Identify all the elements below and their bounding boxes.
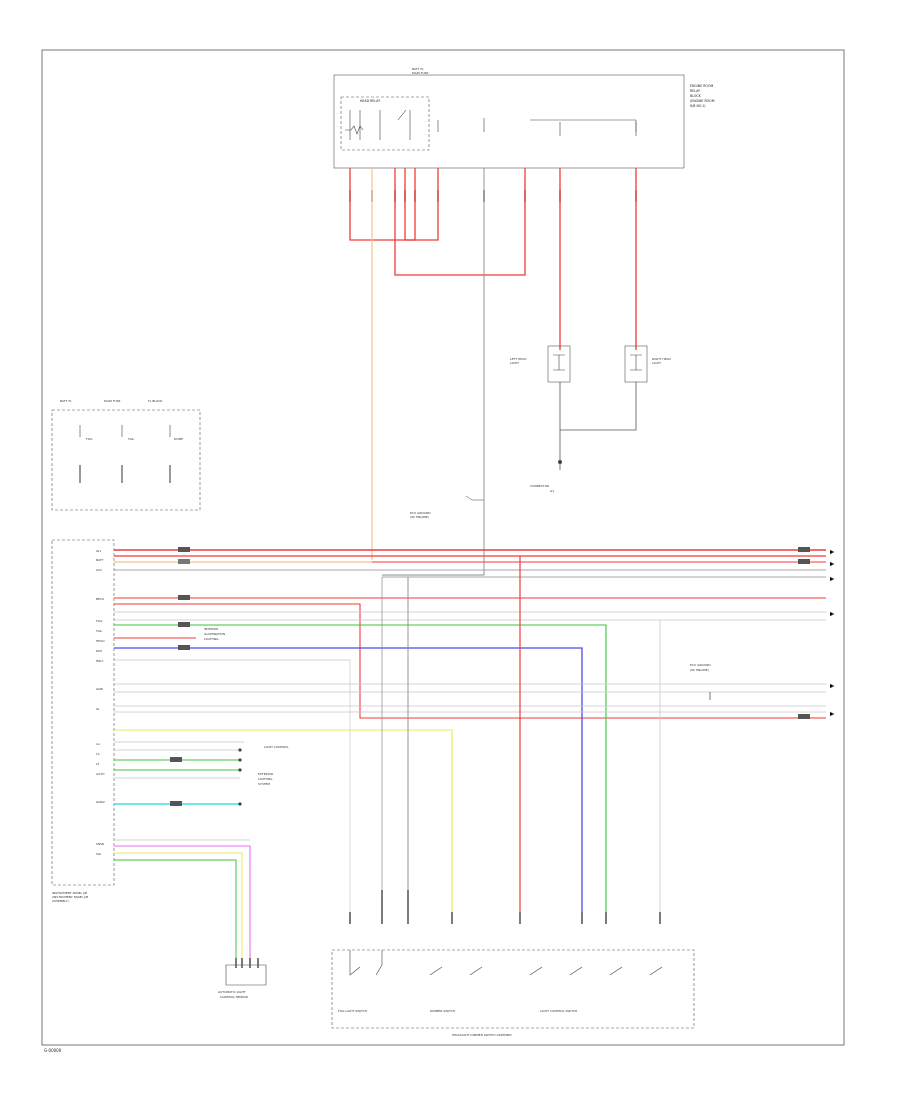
svg-text:BATT FL: BATT FL <box>412 67 424 71</box>
sensor-label-1: AUTOMATIC LIGHT <box>218 990 246 994</box>
gray-wire-center <box>382 168 485 576</box>
side-note-1a: INTERIOR <box>204 627 218 631</box>
fuse-block-label-4: (ENGINE ROOM <box>690 99 715 103</box>
splice-dots <box>238 748 242 806</box>
svg-text:ACC: ACC <box>96 568 102 572</box>
svg-text:DOME: DOME <box>174 437 183 441</box>
svg-text:BATT: BATT <box>96 558 104 562</box>
side-note-3a: EXTERIOR <box>258 772 273 776</box>
svg-text:LF: LF <box>96 762 100 766</box>
right-ground-2: (W/ ENGINE) <box>690 668 709 672</box>
instrument-panel-jb <box>51 539 115 886</box>
switch-name-fog: FOG LIGHT SWITCH <box>338 1009 367 1013</box>
mid-label-2: (W/ ENGINE) <box>410 515 429 519</box>
switch-name-dimmer: DIMMER SWITCH <box>430 1009 455 1013</box>
svg-text:GND2: GND2 <box>96 800 105 804</box>
fuse-block-label-3: BLOCK <box>690 94 702 98</box>
headlight-dimmer-switch-assembly: FOG LIGHT SWITCH DIMMER SWITCH LIGHT CON… <box>331 890 695 1037</box>
red-harness-top <box>349 168 637 350</box>
svg-text:HRLY: HRLY <box>96 659 104 663</box>
right-ground-1: ECU GROUND <box>690 663 711 667</box>
corner-tag: G-00000 <box>44 1048 62 1053</box>
ground-label-1: CONNECTOR <box>530 484 549 488</box>
svg-text:LIGHT: LIGHT <box>510 361 519 365</box>
mid-label-1: ECU GROUND <box>410 511 431 515</box>
wire-color-tags <box>170 547 810 806</box>
fuse-block-label-2: RELAY <box>690 89 700 93</box>
side-note-3b: LIGHTING <box>258 777 273 781</box>
svg-text:LA: LA <box>96 742 101 746</box>
instrument-panel-label-1: INSTRUMENT PANEL J/B <box>52 891 87 895</box>
sensor-label-2: CONTROL SENSOR <box>220 995 248 999</box>
svg-text:BECU: BECU <box>96 597 104 601</box>
svg-text:FL BLOCK: FL BLOCK <box>148 399 163 403</box>
svg-text:FOG: FOG <box>96 619 103 623</box>
automatic-light-sensor: AUTOMATIC LIGHT CONTROL SENSOR <box>218 958 267 999</box>
side-note-2: LIGHT CONTROL <box>264 745 289 749</box>
svg-text:SIG: SIG <box>96 852 102 856</box>
instrument-panel-label-2: (INSTRUMENT PANEL J/B <box>52 895 88 899</box>
svg-text:MAIN FUSE: MAIN FUSE <box>412 71 429 75</box>
svg-text:MAIN FUSE: MAIN FUSE <box>104 399 121 403</box>
svg-text:LEFT HEAD: LEFT HEAD <box>510 357 527 361</box>
svg-text:FOG: FOG <box>86 437 93 441</box>
svg-text:HEAD: HEAD <box>96 639 105 643</box>
svg-text:LIGHT: LIGHT <box>652 361 661 365</box>
fuse-block-label-1: ENGINE ROOM <box>690 84 713 88</box>
left-junction-block: BATT FL MAIN FUSE FL BLOCK FOG TAIL DOME <box>51 399 201 511</box>
svg-text:TAIL: TAIL <box>95 629 103 633</box>
side-note-1b: ILLUMINATION <box>204 632 225 636</box>
instrument-panel-label-3: ASSEMBLY) <box>52 899 69 903</box>
bus-pin-labels: IG1 BATT ACC BECU FOG TAIL HEAD DIM HRLY… <box>95 549 105 856</box>
horizontal-harness <box>114 549 826 965</box>
svg-text:BATT FL: BATT FL <box>60 399 72 403</box>
svg-text:IG1: IG1 <box>96 549 101 553</box>
continuation-arrows <box>829 549 835 717</box>
switch-name-light-control: LIGHT CONTROL SWITCH <box>540 1009 577 1013</box>
switch-assembly-label: HEADLIGHT DIMMER SWITCH ASSEMBLY <box>452 1033 512 1037</box>
ground-label-2: G1 <box>550 489 554 493</box>
svg-text:IG: IG <box>96 707 100 711</box>
engine-room-relay-block: HEAD RELAY BATT FL MAIN FUSE ENGINE ROOM… <box>333 67 715 202</box>
svg-text:TAIL: TAIL <box>127 437 135 441</box>
fuse-block-label-5: R/B NO.1) <box>690 104 706 108</box>
svg-text:SNSR: SNSR <box>96 842 104 846</box>
headlight-relays: LEFT HEAD LIGHT RIGHT HEAD LIGHT CONNECT… <box>510 345 672 493</box>
side-note-1c: LIGHTING <box>204 637 219 641</box>
svg-text:RIGHT HEAD: RIGHT HEAD <box>652 357 672 361</box>
svg-text:AUTO: AUTO <box>96 772 105 776</box>
side-note-3c: SYSTEM <box>258 782 270 786</box>
svg-text:DIM: DIM <box>96 649 102 653</box>
svg-text:GND: GND <box>96 687 104 691</box>
svg-text:LS: LS <box>96 752 100 756</box>
diagram-frame <box>41 49 845 1046</box>
relay-label: HEAD RELAY <box>360 99 380 103</box>
